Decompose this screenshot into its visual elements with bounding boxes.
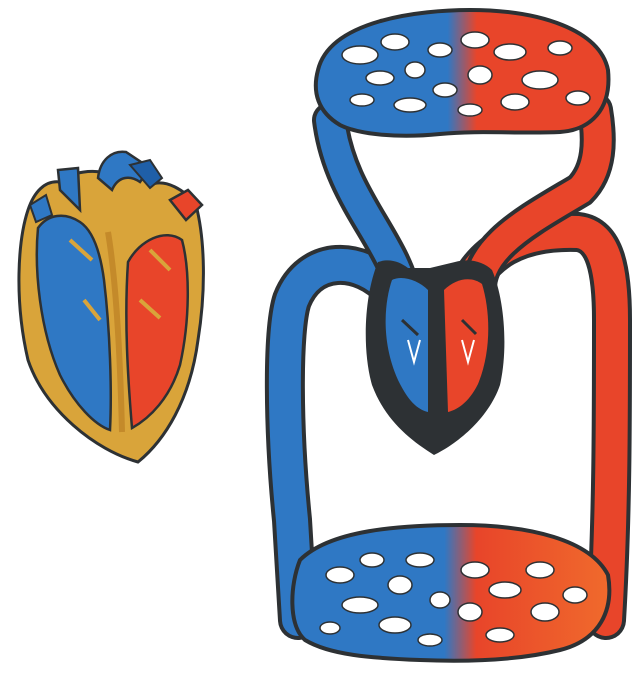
- circulation-schematic: [285, 10, 612, 661]
- heart-schematic-icon: [366, 260, 505, 455]
- lung-capillaries-icon: [316, 10, 609, 136]
- body-capillaries-icon: [292, 525, 609, 661]
- heart-cross-section-icon: [19, 152, 203, 462]
